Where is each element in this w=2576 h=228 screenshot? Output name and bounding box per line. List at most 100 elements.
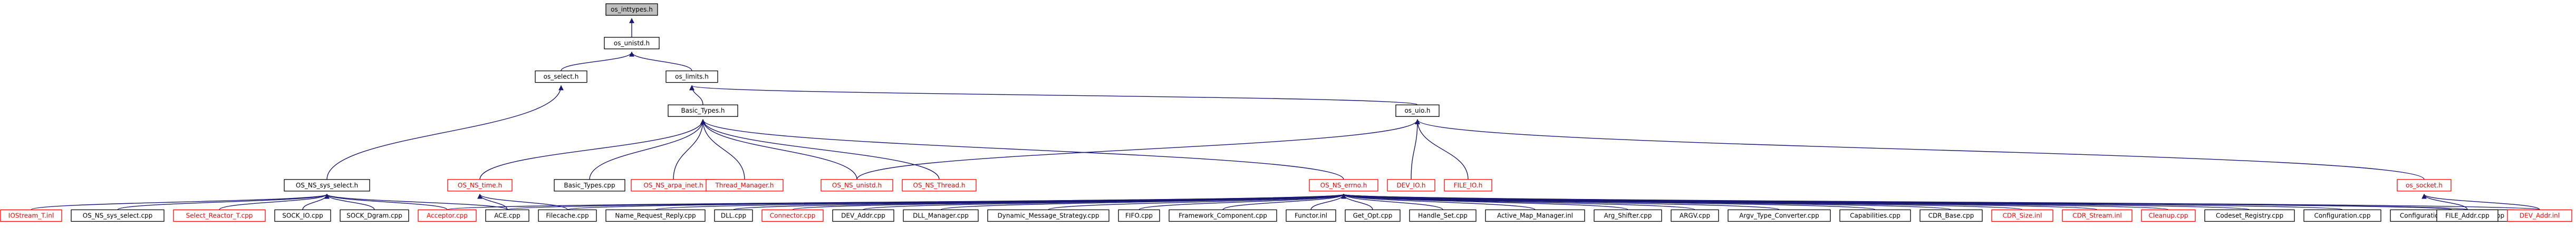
graph-node-basic-types-h: Basic_Types.h bbox=[668, 104, 738, 117]
node-label: OS_NS_errno.h bbox=[1320, 182, 1367, 189]
graph-node-os-ns-arpa-inet-h[interactable]: OS_NS_arpa_inet.h bbox=[631, 179, 716, 192]
include-edge bbox=[856, 119, 1420, 180]
node-label: os_inttypes.h bbox=[611, 6, 653, 13]
include-edge bbox=[479, 119, 706, 180]
node-box bbox=[665, 70, 718, 83]
graph-node-functor-inl: Functor.inl bbox=[1286, 209, 1336, 222]
node-box bbox=[418, 209, 477, 222]
graph-node-os-ns-unistd-h[interactable]: OS_NS_unistd.h bbox=[821, 179, 893, 192]
include-edge bbox=[561, 51, 634, 71]
node-box bbox=[605, 209, 706, 222]
node-box bbox=[485, 209, 529, 222]
graph-node-cleanup-cpp[interactable]: Cleanup.cpp bbox=[2141, 209, 2196, 222]
node-box bbox=[1991, 209, 2053, 222]
graph-node-filecache-cpp: Filecache.cpp bbox=[538, 209, 597, 222]
include-edge bbox=[1341, 193, 1536, 211]
graph-node-cdr-size-inl[interactable]: CDR_Size.inl bbox=[1991, 209, 2053, 222]
node-label: os_select.h bbox=[544, 73, 579, 81]
node-label: Framework_Component.cpp bbox=[1179, 212, 1267, 219]
graph-node-basic-types-cpp: Basic_Types.cpp bbox=[554, 179, 625, 192]
node-label: Configuration.cpp bbox=[2314, 212, 2370, 219]
graph-node-get-opt-cpp: Get_Opt.cpp bbox=[1345, 209, 1401, 222]
graph-node-active-map-manager-inl: Active_Map_Manager.inl bbox=[1485, 209, 1585, 222]
graph-node-os-inttypes-h: os_inttypes.h bbox=[605, 3, 658, 16]
node-label: DLL.cpp bbox=[721, 212, 746, 219]
include-edge bbox=[117, 193, 330, 211]
node-label: Arg_Shifter.cpp bbox=[1604, 212, 1652, 219]
node-box bbox=[1395, 104, 1440, 117]
node-label: Thread_Manager.h bbox=[715, 182, 774, 189]
node-box bbox=[2141, 209, 2196, 222]
node-label: Argv_Type_Converter.cpp bbox=[1739, 212, 1819, 219]
graph-node-acceptor-cpp[interactable]: Acceptor.cpp bbox=[418, 209, 477, 222]
graph-node-os-ns-thread-h[interactable]: OS_NS_Thread.h bbox=[902, 179, 977, 192]
graph-node-name-request-reply-cpp: Name_Request_Reply.cpp bbox=[605, 209, 706, 222]
include-edge bbox=[689, 85, 703, 105]
include-edge bbox=[1415, 119, 2425, 180]
include-edge bbox=[477, 193, 568, 211]
include-edge bbox=[1048, 193, 1346, 211]
node-box bbox=[447, 179, 513, 192]
node-box bbox=[535, 70, 587, 83]
node-label: CDR_Base.cpp bbox=[1928, 212, 1974, 219]
node-label: OS_NS_Thread.h bbox=[913, 182, 965, 189]
node-box bbox=[2436, 209, 2498, 222]
graph-node-sock-io-cpp: SOCK_IO.cpp bbox=[274, 209, 331, 222]
node-box bbox=[714, 209, 753, 222]
graph-node-select-reactor-t-cpp[interactable]: Select_Reactor_T.cpp bbox=[173, 209, 266, 222]
graph-node-file-addr-cpp: FILE_Addr.cpp bbox=[2436, 209, 2498, 222]
node-label: OS_NS_unistd.h bbox=[832, 182, 882, 189]
graph-node-fifo-cpp: FIFO.cpp bbox=[1118, 209, 1160, 222]
node-box bbox=[2507, 209, 2572, 222]
node-label: os_socket.h bbox=[2406, 182, 2443, 189]
node-box bbox=[2303, 209, 2381, 222]
graph-node-dev-io-h[interactable]: DEV_IO.h bbox=[1387, 179, 1435, 192]
graph-node-file-io-h[interactable]: FILE_IO.h bbox=[1444, 179, 1492, 192]
node-label: os_unistd.h bbox=[614, 39, 650, 47]
include-edge bbox=[2421, 193, 2540, 211]
graph-node-os-ns-time-h[interactable]: OS_NS_time.h bbox=[447, 179, 513, 192]
node-label: Basic_Types.cpp bbox=[564, 182, 615, 189]
include-edge bbox=[589, 119, 706, 180]
include-edge bbox=[31, 193, 330, 211]
include-edge bbox=[700, 119, 940, 180]
node-box bbox=[1728, 209, 1831, 222]
node-label: OS_NS_time.h bbox=[458, 182, 502, 189]
graph-node-thread-manager-h[interactable]: Thread_Manager.h bbox=[706, 179, 784, 192]
graph-node-sock-dgram-cpp: SOCK_Dgram.cpp bbox=[340, 209, 409, 222]
node-box bbox=[2204, 209, 2295, 222]
include-edge bbox=[326, 85, 564, 180]
node-label: DEV_Addr.inl bbox=[2520, 212, 2560, 219]
node-label: os_limits.h bbox=[675, 73, 709, 81]
graph-node-connector-cpp[interactable]: Connector.cpp bbox=[761, 209, 824, 222]
graph-node-dynamic-message-strategy-cpp: Dynamic_Message_Strategy.cpp bbox=[987, 209, 1109, 222]
node-box bbox=[538, 209, 597, 222]
node-box bbox=[761, 209, 824, 222]
graph-node-cdr-stream-inl[interactable]: CDR_Stream.inl bbox=[2062, 209, 2133, 222]
include-edge bbox=[1341, 193, 1443, 211]
graph-node-os-limits-h: os_limits.h bbox=[665, 70, 718, 83]
graph-node-argv-type-converter-cpp: Argv_Type_Converter.cpp bbox=[1728, 209, 1831, 222]
node-box bbox=[2397, 179, 2452, 192]
node-label: SOCK_IO.cpp bbox=[282, 212, 323, 219]
graph-node-iostream-t-inl[interactable]: IOStream_T.inl bbox=[0, 209, 62, 222]
node-box bbox=[1594, 209, 1662, 222]
graph-node-os-socket-h[interactable]: os_socket.h bbox=[2397, 179, 2452, 192]
node-label: CDR_Size.inl bbox=[2003, 212, 2042, 219]
node-label: Name_Request_Reply.cpp bbox=[615, 212, 696, 219]
node-box bbox=[1286, 209, 1336, 222]
node-box bbox=[903, 209, 979, 222]
include-edge bbox=[219, 193, 330, 211]
node-box bbox=[1309, 179, 1378, 192]
node-label: DEV_Addr.cpp bbox=[841, 212, 885, 219]
node-box bbox=[821, 179, 893, 192]
node-label: Connector.cpp bbox=[770, 212, 815, 219]
graph-node-configuration-cpp: Configuration.cpp bbox=[2303, 209, 2381, 222]
node-label: Handle_Set.cpp bbox=[1418, 212, 1468, 219]
node-box bbox=[832, 209, 894, 222]
node-label: Functor.inl bbox=[1295, 212, 1327, 219]
node-label: Active_Map_Manager.inl bbox=[1497, 212, 1573, 219]
graph-node-os-ns-errno-h[interactable]: OS_NS_errno.h bbox=[1309, 179, 1378, 192]
graph-node-arg-shifter-cpp: Arg_Shifter.cpp bbox=[1594, 209, 1662, 222]
graph-node-dev-addr-inl[interactable]: DEV_Addr.inl bbox=[2507, 209, 2572, 222]
